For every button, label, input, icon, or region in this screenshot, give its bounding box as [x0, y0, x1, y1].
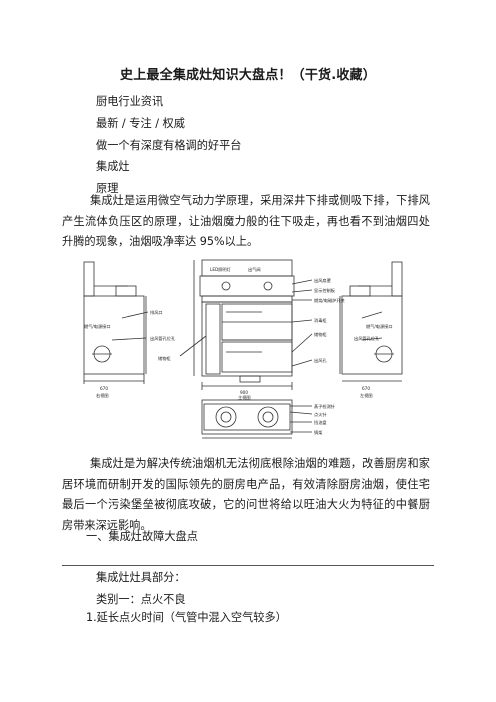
- label-valve: 出气阀: [248, 266, 261, 273]
- label-fan-cover: 出风扇罩: [314, 277, 331, 284]
- left-side-view: [83, 261, 147, 384]
- intro-paragraph: 集成灶是为解决传统油烟机无法彻底根除油烟的难题，改善厨房和家居环境而研制开发的国…: [62, 457, 430, 532]
- principle-paragraph: 集成灶是运用微空气动力学原理，采用深井下排或侧吸下排，下排风产生流体负压区的原理…: [62, 194, 430, 248]
- label-led: LED照明灯: [210, 266, 232, 273]
- dim-right: 670: [362, 386, 370, 391]
- sub-heading-stove: 集成灶灶具部分：: [96, 571, 186, 584]
- heading-principle: 原理: [96, 182, 119, 195]
- label-oil-tray: 挡油盘: [314, 419, 327, 426]
- label-right-gas: 燃气/电源接口: [366, 323, 393, 330]
- label-disinfect: 消毒柜: [314, 317, 327, 324]
- section-divider: [62, 565, 434, 566]
- label-igniter: 点火针: [314, 411, 327, 418]
- slogan-line: 做一个有深度有格调的好平台: [96, 139, 242, 152]
- label-left-gas: 燃气/电源接口: [84, 323, 111, 330]
- label-switch: 燃烧/电磁炉开关: [314, 297, 345, 304]
- front-view: [193, 259, 295, 390]
- heading-product: 集成灶: [96, 160, 130, 173]
- label-sensor: 蒸子检测针: [314, 403, 335, 410]
- top-view: [201, 399, 293, 439]
- label-right-pipe: 出风管孔位孔: [354, 335, 380, 342]
- category-line: 厨电行业资讯: [96, 95, 164, 108]
- dim-left: 670: [100, 386, 108, 391]
- label-storage: 储物柜: [314, 331, 327, 338]
- tags-line: 最新 / 专注 / 权威: [96, 117, 185, 130]
- category-one: 类别一：点火不良: [96, 593, 186, 606]
- label-left-exhaust: 排风口: [150, 309, 163, 316]
- item-one: 1.延长点火时间（气管中混入空气较多）: [86, 611, 287, 624]
- stove-technical-diagram: LED照明灯 出气阀 出风扇罩 显示控制板 燃烧/电磁炉开关 消毒柜 储物柜 出…: [83, 259, 403, 439]
- right-side-view: [339, 261, 403, 382]
- page-title: 史上最全集成灶知识大盘点！（干货.收藏）: [120, 68, 376, 83]
- label-control-board: 显示控制板: [314, 287, 336, 294]
- label-pot-rack: 锅架: [314, 429, 322, 436]
- view-right-caption: 左视图: [360, 392, 373, 399]
- dim-front: 900: [240, 390, 248, 395]
- label-outlet: 出风孔: [314, 357, 327, 364]
- label-left-pipe: 出风管孔位孔: [150, 335, 176, 342]
- view-front-caption: 主视图: [238, 394, 251, 401]
- view-left-caption: 右视图: [96, 392, 109, 399]
- label-front-storage: 储物柜: [158, 355, 171, 362]
- section-heading: 一、集成灶故障大盘点: [86, 530, 198, 543]
